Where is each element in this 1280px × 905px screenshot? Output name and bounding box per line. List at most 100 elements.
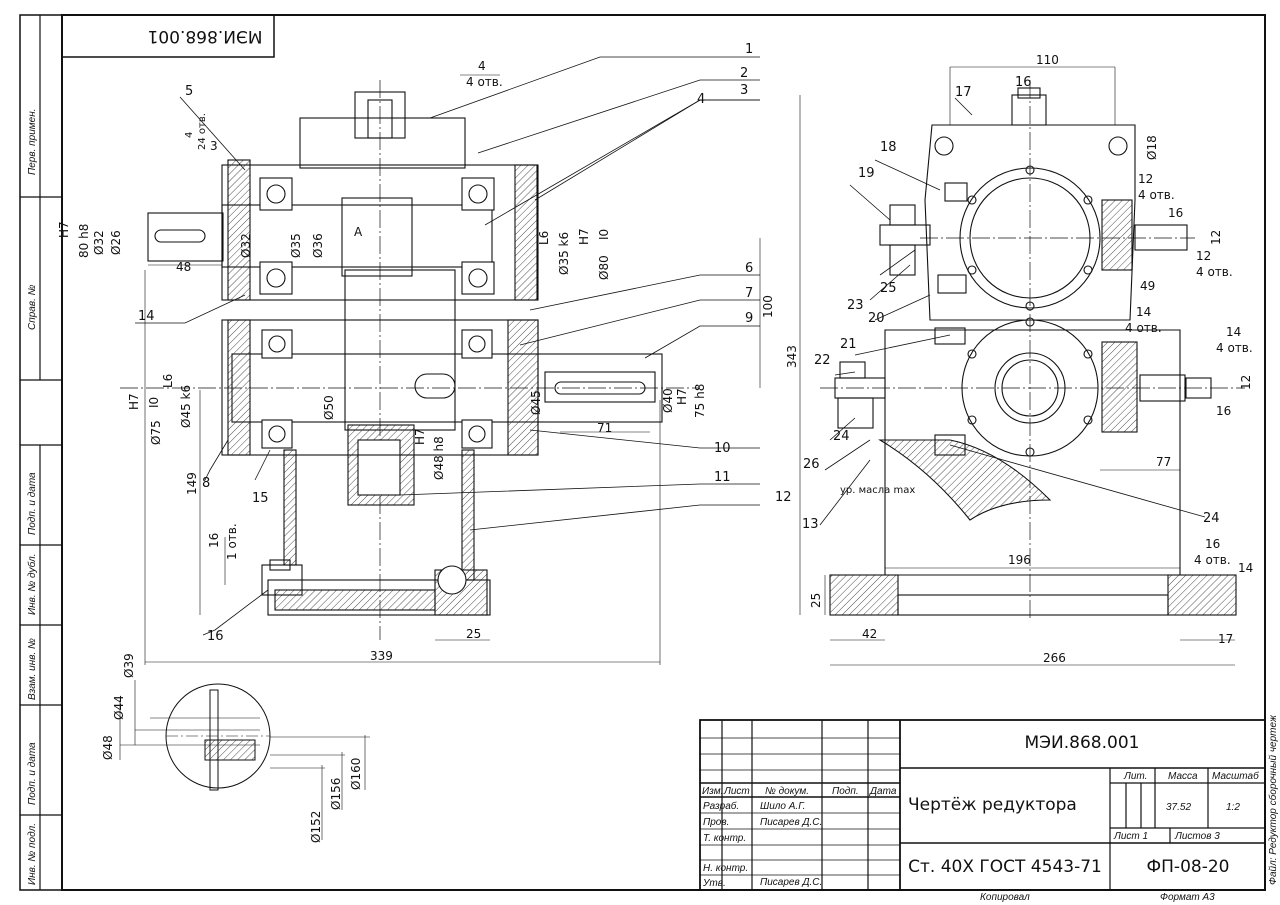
tb-role-0: Разраб. — [703, 800, 739, 812]
dim-339: 339 — [370, 649, 393, 663]
dim-d36: Ø36 — [311, 233, 325, 258]
side-label-podl: Инв. № подл. — [27, 823, 38, 885]
tb-head-data: Дата — [869, 786, 897, 797]
right-callouts: 16 17 18 19 23 25 20 21 22 24 26 13 24 — [802, 75, 1220, 532]
tb-role-4: Н. контр. — [703, 863, 748, 874]
ddim-d48: Ø48 — [101, 735, 115, 760]
callout-6: 6 — [745, 261, 753, 276]
rdim-77: 77 — [1156, 455, 1171, 469]
tb-role-1: Пров. — [703, 817, 729, 828]
dim-4b: 4 — [184, 132, 195, 138]
side-label-perv: Перв. примен. — [27, 109, 38, 175]
rcallout-24a: 24 — [833, 429, 850, 444]
title-block-text: Изм. Лист № докум. Подп. Дата Разраб. Ши… — [702, 733, 1259, 889]
dim-3: 3 — [210, 139, 218, 153]
tb-scale-label: Масштаб — [1212, 770, 1259, 782]
rdim-14b: 14 — [1226, 325, 1241, 339]
left-leaders — [135, 56, 760, 636]
rcallout-13: 13 — [802, 517, 819, 532]
callout-2: 2 — [740, 66, 748, 81]
rdim-25: 25 — [809, 593, 823, 608]
dim-d45: Ø45 — [529, 390, 543, 415]
tb-mass-label: Масса — [1168, 771, 1198, 782]
tb-doc-number: МЭИ.868.001 — [1025, 733, 1140, 753]
right-dimensions: 110 Ø18 12 4 отв. 16 12 12 4 отв. 49 14 … — [809, 53, 1253, 665]
dim-25: 25 — [466, 627, 481, 641]
rdim-196: 196 — [1008, 553, 1031, 567]
dim-4: 4 — [478, 59, 486, 73]
rdim-16a: 16 — [1168, 206, 1183, 220]
tb-lit-label: Лит. — [1123, 771, 1147, 782]
top-stamp-text: МЭИ.868.001 — [148, 26, 263, 46]
side-labels: Перв. примен. Справ. № Подп. и дата Инв.… — [26, 109, 38, 885]
copied-label: Копировал — [980, 892, 1030, 903]
dim-h7-top: H7 — [57, 221, 71, 238]
tb-head-podp: Подп. — [832, 786, 859, 797]
dim-4-otv: 4 отв. — [466, 75, 503, 89]
rdim-4-otv-c: 4 отв. — [1125, 321, 1162, 335]
tb-sheet: Лист 1 — [1113, 831, 1148, 842]
dim-d80: Ø80 — [597, 255, 611, 280]
tb-name-1: Писарев Д.С. — [760, 817, 822, 828]
ddim-d44: Ø44 — [112, 695, 126, 720]
rdim-4-otv-a: 4 отв. — [1138, 188, 1175, 202]
dim-d40: Ø40 — [661, 388, 675, 413]
dim-h7: H7 — [577, 228, 591, 245]
callout-4: 4 — [697, 92, 705, 107]
ddim-d156: Ø156 — [329, 778, 343, 810]
tb-name-0: Шило А.Г. — [760, 801, 805, 812]
rdim-49: 49 — [1140, 279, 1155, 293]
rdim-17: 17 — [1218, 632, 1233, 646]
detail-dimensions: Ø39 Ø44 Ø48 Ø160 Ø156 Ø152 — [101, 653, 363, 843]
callout-11: 11 — [714, 470, 731, 485]
rcallout-16: 16 — [1015, 75, 1032, 90]
rdim-16b: 16 — [1216, 404, 1231, 418]
rdim-110: 110 — [1036, 53, 1059, 67]
rdim-d18: Ø18 — [1145, 135, 1159, 160]
rdim-42: 42 — [862, 627, 877, 641]
dim-d32: Ø32 — [92, 230, 106, 255]
dim-16: 16 — [207, 533, 221, 548]
tb-org: ФП-08-20 — [1147, 857, 1230, 877]
left-dimensions: 4 4 отв. 4 24 отв. 3 80 h8 Ø32 Ø26 Ø32 Ø… — [57, 59, 799, 663]
callout-15: 15 — [252, 491, 269, 506]
dim-75h8: 75 h8 — [693, 384, 707, 418]
callout-3: 3 — [740, 83, 748, 98]
dim-l6: L6 — [537, 231, 551, 245]
rdim-4-otv-d: 4 отв. — [1216, 341, 1253, 355]
side-label-podp1: Подп. и дата — [27, 472, 38, 535]
dim-l6-mid: L6 — [161, 374, 175, 388]
format-label: Формат А3 — [1160, 892, 1215, 903]
rdim-16c: 16 — [1205, 537, 1220, 551]
left-callouts: 1 2 4 3 5 6 7 9 14 8 15 10 11 12 16 — [138, 42, 792, 644]
rcallout-26: 26 — [803, 457, 820, 472]
rdim-14a: 14 — [1136, 305, 1151, 319]
dim-100: 100 — [761, 295, 775, 318]
rcallout-21: 21 — [840, 337, 857, 352]
right-end-view — [820, 80, 1245, 620]
dim-h7-mid: H7 — [127, 393, 141, 410]
rcallout-19: 19 — [858, 166, 875, 181]
dim-d48h8: Ø48 h8 — [432, 436, 446, 480]
callout-8: 8 — [202, 476, 210, 491]
rcallout-25: 25 — [880, 281, 897, 296]
rdim-14c: 14 — [1238, 561, 1253, 575]
rdim-12d: 12 — [1239, 375, 1253, 390]
tb-material: Ст. 40Х ГОСТ 4543-71 — [908, 857, 1102, 877]
tb-head-list: Лист — [723, 786, 750, 797]
rdim-4-otv-e: 4 отв. — [1194, 553, 1231, 567]
dim-i0-mid: I0 — [147, 397, 161, 408]
dim-d26: Ø26 — [109, 230, 123, 255]
rcallout-23: 23 — [847, 298, 864, 313]
callout-16-left: 16 — [207, 629, 224, 644]
dim-48: 48 — [176, 260, 191, 274]
dim-d45k6: Ø45 k6 — [179, 385, 193, 428]
dim-h7-gear: H7 — [413, 428, 427, 445]
oil-level-label: ур. масла max — [840, 485, 915, 496]
callout-5: 5 — [185, 84, 193, 99]
dim-343: 343 — [785, 345, 799, 368]
callout-9: 9 — [745, 311, 753, 326]
tb-role-5: Утв. — [702, 878, 726, 889]
top-stamp-box — [61, 14, 275, 58]
